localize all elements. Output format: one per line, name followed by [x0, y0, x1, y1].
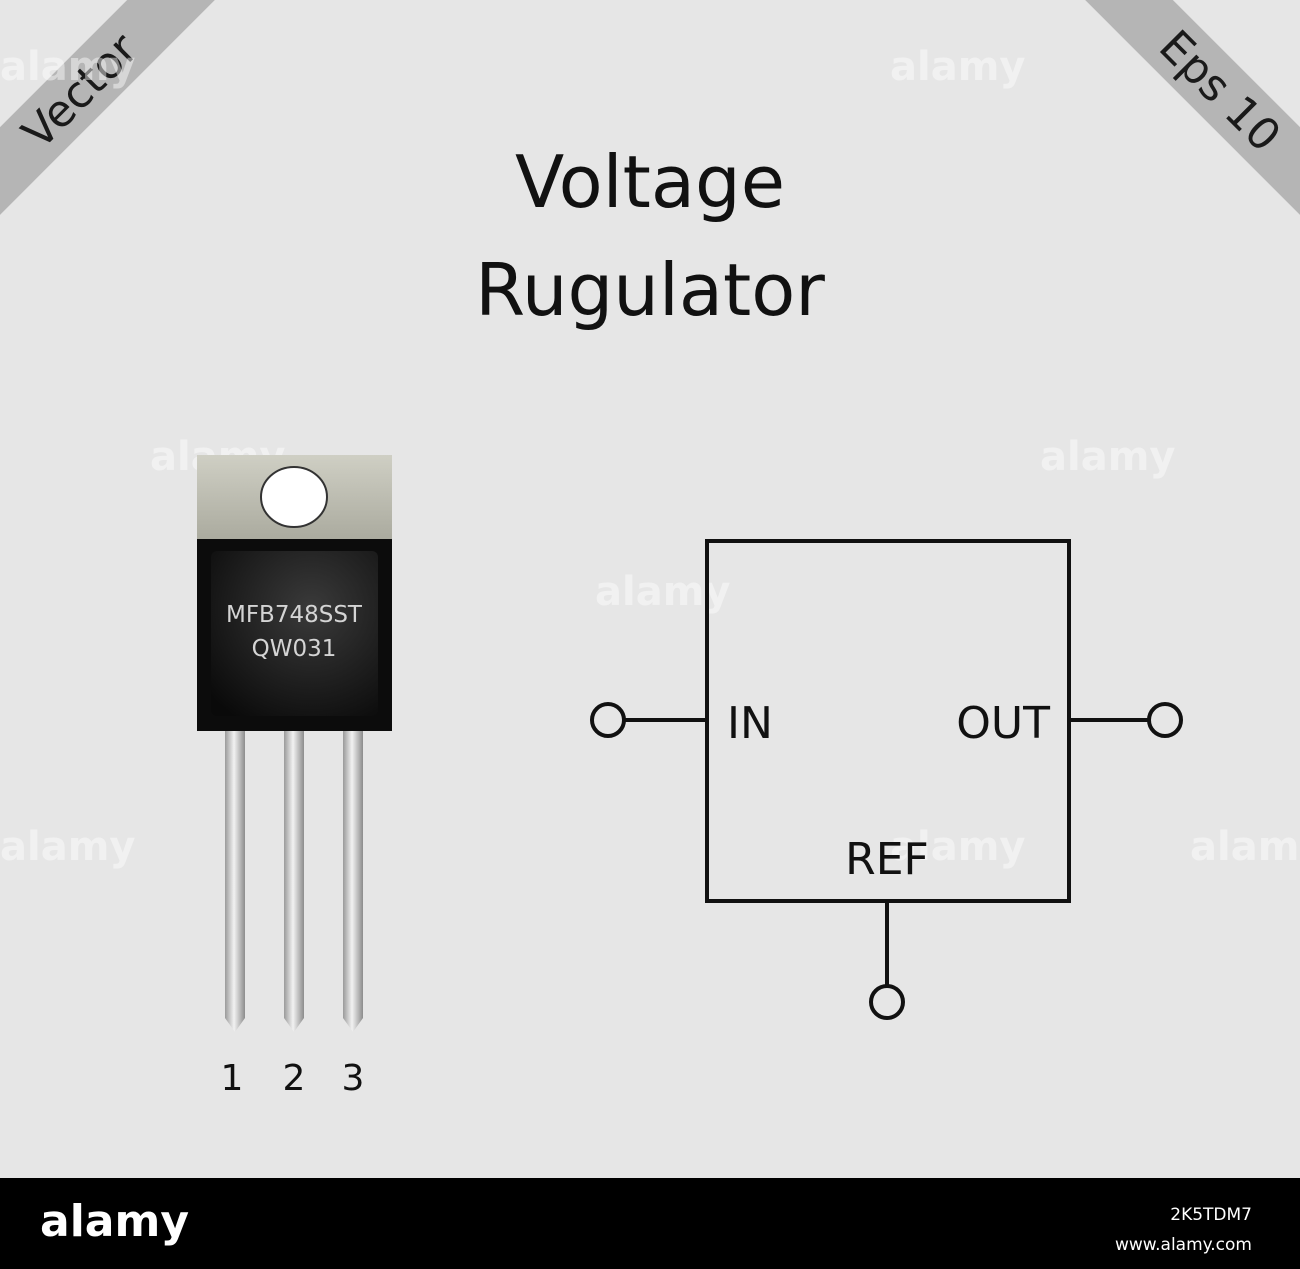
schematic-label-in: IN: [727, 698, 773, 749]
watermark-text: alamy: [890, 824, 1025, 870]
title-line-2: Rugulator: [475, 248, 825, 332]
output-terminal: [1147, 702, 1183, 738]
watermark-text: alamy: [595, 569, 730, 615]
mounting-hole: [260, 466, 328, 528]
package-face: [211, 551, 378, 716]
schematic-label-out: OUT: [956, 698, 1050, 749]
pin-number-2: 2: [283, 1058, 306, 1099]
watermark-text: alamy: [1190, 824, 1300, 870]
pin-1: [225, 730, 245, 1032]
footer-bar: alamy 2K5TDM7 www.alamy.com: [0, 1178, 1300, 1269]
ref-terminal: [869, 984, 905, 1020]
watermark-text: alamy: [0, 44, 135, 90]
page-title: Voltage Rugulator: [0, 128, 1300, 344]
watermark-text: alamy: [890, 44, 1025, 90]
footer-site-link[interactable]: www.alamy.com: [1114, 1235, 1252, 1255]
watermark-text: alamy: [1040, 434, 1175, 480]
regulator-schematic: [590, 539, 1183, 1020]
footer-meta: 2K5TDM7 www.alamy.com: [1115, 1200, 1252, 1260]
diagram-canvas: alamy alamy alamy alamy alamy alamy alam…: [0, 44, 1300, 1099]
part-marking-line-1: MFB748SST: [226, 602, 363, 628]
voltage-regulator-component: MFB748SST QW031 1 2 3: [197, 455, 392, 1099]
pin-3: [343, 730, 363, 1032]
pin-2: [284, 730, 304, 1032]
input-terminal: [590, 702, 626, 738]
title-line-1: Voltage: [514, 140, 786, 224]
footer-brand-logo: alamy: [40, 1196, 189, 1247]
schematic-label-ref: REF: [845, 834, 929, 885]
watermark-text: alamy: [0, 824, 135, 870]
pin-number-3: 3: [342, 1058, 365, 1099]
pin-number-1: 1: [221, 1058, 244, 1099]
footer-image-id: 2K5TDM7: [1170, 1205, 1252, 1225]
part-marking-line-2: QW031: [252, 636, 337, 662]
